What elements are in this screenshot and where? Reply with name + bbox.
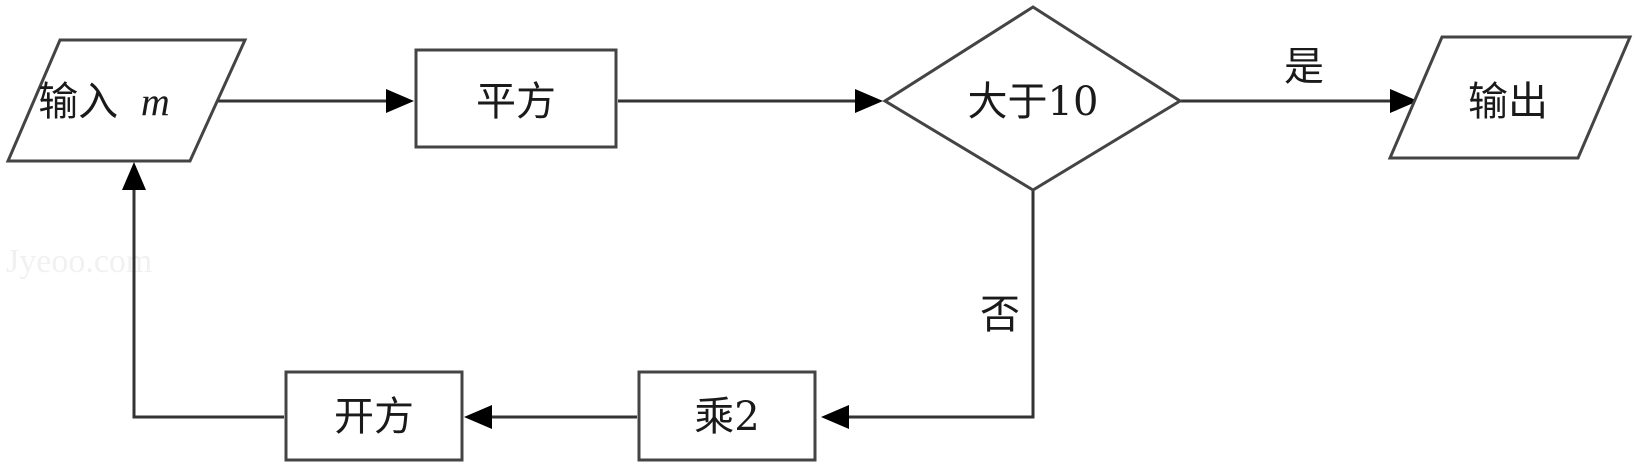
sqrt-label: 开方: [334, 394, 414, 440]
arrowhead-square: [386, 89, 414, 113]
arrowhead-input: [122, 162, 146, 190]
times2-label: 乘2: [694, 394, 759, 440]
watermark-text: Jyeoo.com: [6, 243, 152, 280]
no-label: 否: [980, 292, 1020, 338]
times2-box: [637, 370, 817, 462]
output-node: 输出: [1387, 35, 1633, 160]
input-label-text: 输入: [38, 79, 118, 125]
square-node: 平方: [414, 48, 618, 149]
output-label: 输出: [1468, 79, 1548, 125]
decision-node: 大于10: [882, 5, 1183, 192]
edge-sqrt-to-input: [132, 190, 284, 419]
decision-diamond: [882, 5, 1183, 192]
arrowhead-decision: [855, 89, 883, 113]
square-label: 平方: [476, 79, 556, 125]
square-box: [414, 48, 618, 149]
output-parallelogram: [1387, 35, 1633, 160]
input-label-variable: m: [141, 79, 170, 124]
input-parallelogram: [5, 38, 248, 163]
yes-label: 是: [1284, 44, 1324, 90]
times2-node: 乘2: [637, 370, 817, 462]
input-node: 输入 m: [5, 38, 248, 163]
decision-label: 大于10: [968, 79, 1099, 125]
arrowhead-sqrt: [464, 405, 492, 429]
sqrt-box: [284, 370, 464, 462]
arrowhead-times2: [821, 405, 849, 429]
sqrt-node: 开方: [284, 370, 464, 462]
arrowhead-output: [1390, 89, 1418, 113]
input-label: 输入 m: [38, 79, 170, 125]
edge-decision-to-times2: [849, 190, 1035, 419]
